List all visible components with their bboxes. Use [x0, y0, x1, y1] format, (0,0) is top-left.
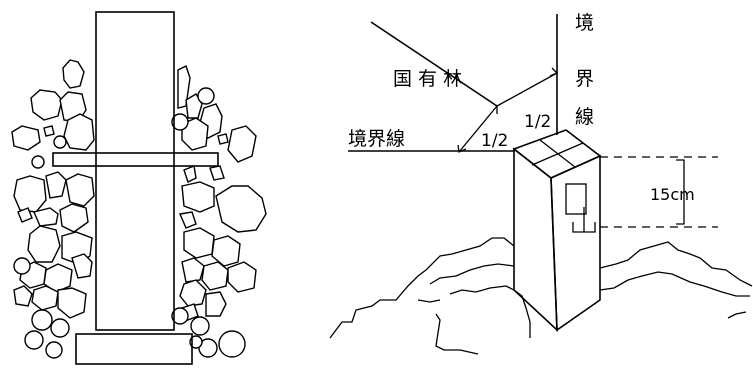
- bisector-lower: [458, 105, 498, 153]
- stones-right: [177, 65, 267, 321]
- buried-post-figure: [11, 11, 267, 365]
- label-kokuyurin: 国 有 林: [393, 68, 462, 90]
- post-mark-label: 山: [0, 0, 1, 1]
- pebbles-right: [171, 87, 246, 358]
- marker-front-face: [513, 147, 558, 332]
- marker-side-face: [550, 154, 601, 332]
- buried-post: [95, 11, 175, 331]
- label-boundary-v2: 界: [575, 68, 594, 90]
- ground-outline: [329, 237, 753, 355]
- label-boundary-left: 境界線: [348, 128, 405, 150]
- pebbles-left: [13, 135, 70, 359]
- label-height: 15cm: [650, 185, 695, 204]
- boundary-marker-figure: [329, 14, 753, 355]
- anchor-crossbar: [52, 152, 219, 167]
- bisector-upper: [496, 72, 558, 107]
- stones-left: [11, 59, 95, 319]
- base-plate: [75, 333, 193, 365]
- label-boundary-v3: 線: [575, 106, 594, 128]
- label-boundary-v1: 境: [575, 12, 594, 34]
- label-half-lower: 1/2: [481, 131, 508, 151]
- label-half-upper: 1/2: [524, 112, 551, 132]
- forest-boundary-line: [370, 21, 498, 107]
